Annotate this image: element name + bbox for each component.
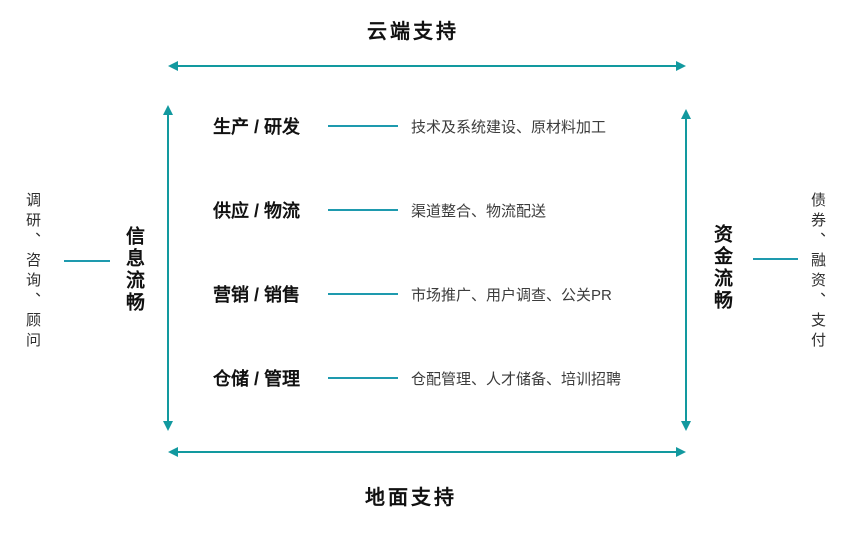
row-description: 仓配管理、人才储备、培训招聘 bbox=[411, 370, 622, 388]
left-connector-line bbox=[64, 260, 110, 262]
connector-line bbox=[328, 209, 398, 211]
right-outer-text-bonds-financing-payment: 债券、融资、支付 bbox=[809, 192, 826, 352]
bottom-heading-ground-support: 地面支持 bbox=[365, 487, 457, 509]
row-description: 渠道整合、物流配送 bbox=[411, 202, 547, 220]
process-row-warehouse-management: 仓储 / 管理 仓配管理、人才储备、培训招聘 bbox=[213, 366, 621, 390]
double-arrow-left bbox=[163, 105, 173, 431]
left-label-information-flow: 信息流畅 bbox=[123, 226, 144, 314]
top-heading-cloud-support: 云端支持 bbox=[367, 21, 459, 43]
row-title: 仓储 / 管理 bbox=[213, 369, 301, 389]
double-arrow-bottom bbox=[168, 447, 686, 457]
process-row-marketing-sales: 营销 / 销售 市场推广、用户调查、公关PR bbox=[213, 282, 612, 306]
connector-line bbox=[328, 293, 398, 295]
row-title: 生产 / 研发 bbox=[213, 117, 301, 137]
row-description: 技术及系统建设、原材料加工 bbox=[411, 118, 607, 136]
double-arrow-top bbox=[168, 61, 686, 71]
connector-line bbox=[328, 377, 398, 379]
process-row-production-rd: 生产 / 研发 技术及系统建设、原材料加工 bbox=[213, 114, 606, 138]
left-outer-text-research-consulting-advisory: 调研、咨询、顾问 bbox=[24, 192, 41, 352]
right-connector-line bbox=[753, 258, 798, 260]
row-description: 市场推广、用户调查、公关PR bbox=[411, 286, 612, 304]
connector-line bbox=[328, 125, 398, 127]
row-title: 供应 / 物流 bbox=[213, 201, 301, 221]
row-title: 营销 / 销售 bbox=[213, 285, 301, 305]
right-label-capital-flow: 资金流畅 bbox=[711, 224, 732, 312]
double-arrow-right bbox=[681, 109, 691, 431]
process-row-supply-logistics: 供应 / 物流 渠道整合、物流配送 bbox=[213, 198, 546, 222]
